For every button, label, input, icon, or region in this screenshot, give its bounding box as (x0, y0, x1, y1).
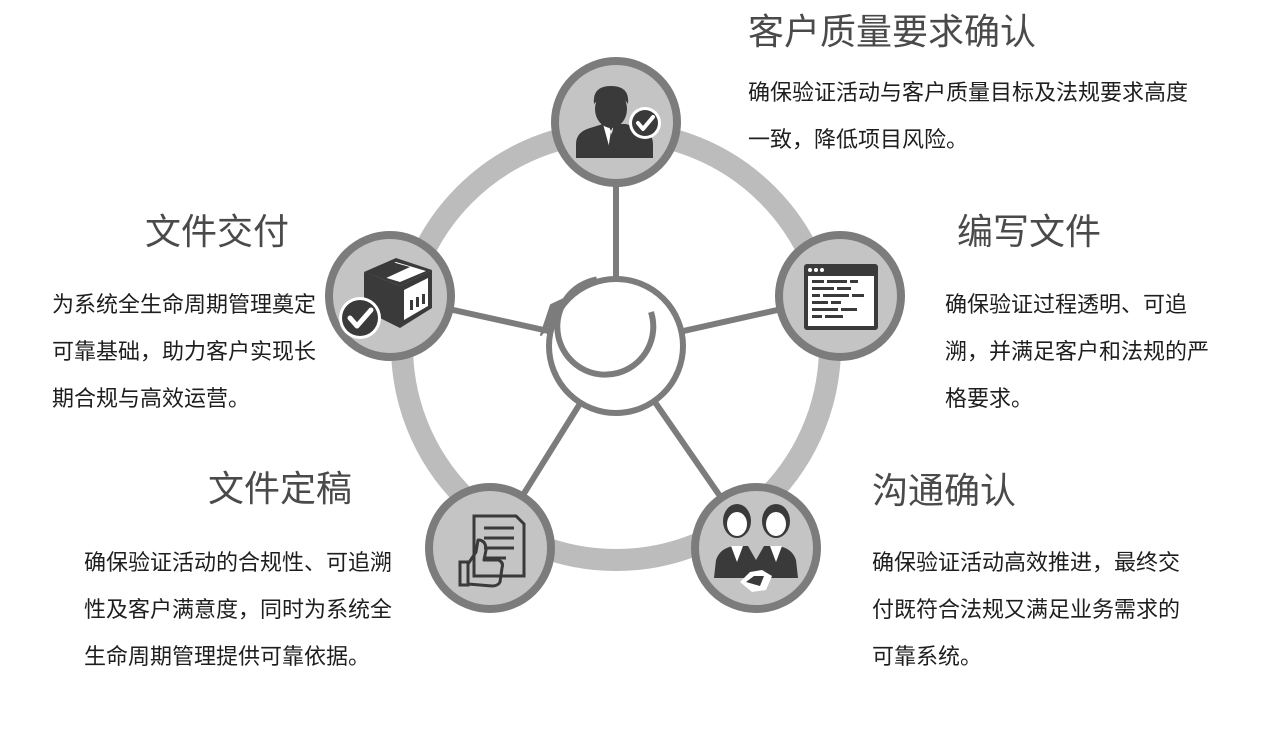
spoke-connector-3 (651, 399, 724, 500)
user-check-icon (576, 86, 661, 158)
step-description-quality-requirements: 确保验证活动与客户质量目标及法规要求高度一致，降低项目风险。 (748, 81, 1189, 153)
package-check-icon (339, 258, 432, 339)
handshake-icon (714, 504, 798, 592)
spoke-connectors (448, 183, 782, 500)
step-title-deliver-documents: 文件交付 (145, 212, 290, 253)
spoke-connector-5 (448, 306, 552, 335)
step-node-quality-requirements (551, 57, 681, 187)
step-title-quality-requirements: 客户质量要求确认 (748, 12, 1037, 53)
step-description-write-documents: 确保验证过程透明、可追溯，并满足客户和法规的严格要求。 (945, 293, 1210, 412)
spoke-connector-4 (519, 401, 584, 498)
step-node-write-documents (775, 231, 905, 361)
step-title-write-documents: 编写文件 (957, 212, 1102, 253)
step-description-finalize-documents: 确保验证活动的合规性、可追溯性及客户满意度，同时为系统全生命周期管理提供可靠依据… (84, 551, 393, 670)
step-node-communication (691, 483, 821, 613)
step-description-deliver-documents: 为系统全生命周期管理奠定可靠基础，助力客户实现长期合规与高效运营。 (52, 293, 317, 412)
step-description-communication: 确保验证活动高效推进，最终交付既符合法规又满足业务需求的可靠系统。 (872, 551, 1181, 670)
code-document-icon (804, 264, 878, 330)
document-thumbs-up-icon (458, 514, 526, 588)
circular-cycle-arrow (540, 276, 657, 378)
step-node-finalize-documents (425, 483, 555, 613)
step-title-communication: 沟通确认 (872, 471, 1017, 512)
spoke-connector-2 (680, 306, 782, 335)
step-title-finalize-documents: 文件定稿 (208, 469, 353, 510)
step-node-deliver-documents (325, 231, 455, 361)
